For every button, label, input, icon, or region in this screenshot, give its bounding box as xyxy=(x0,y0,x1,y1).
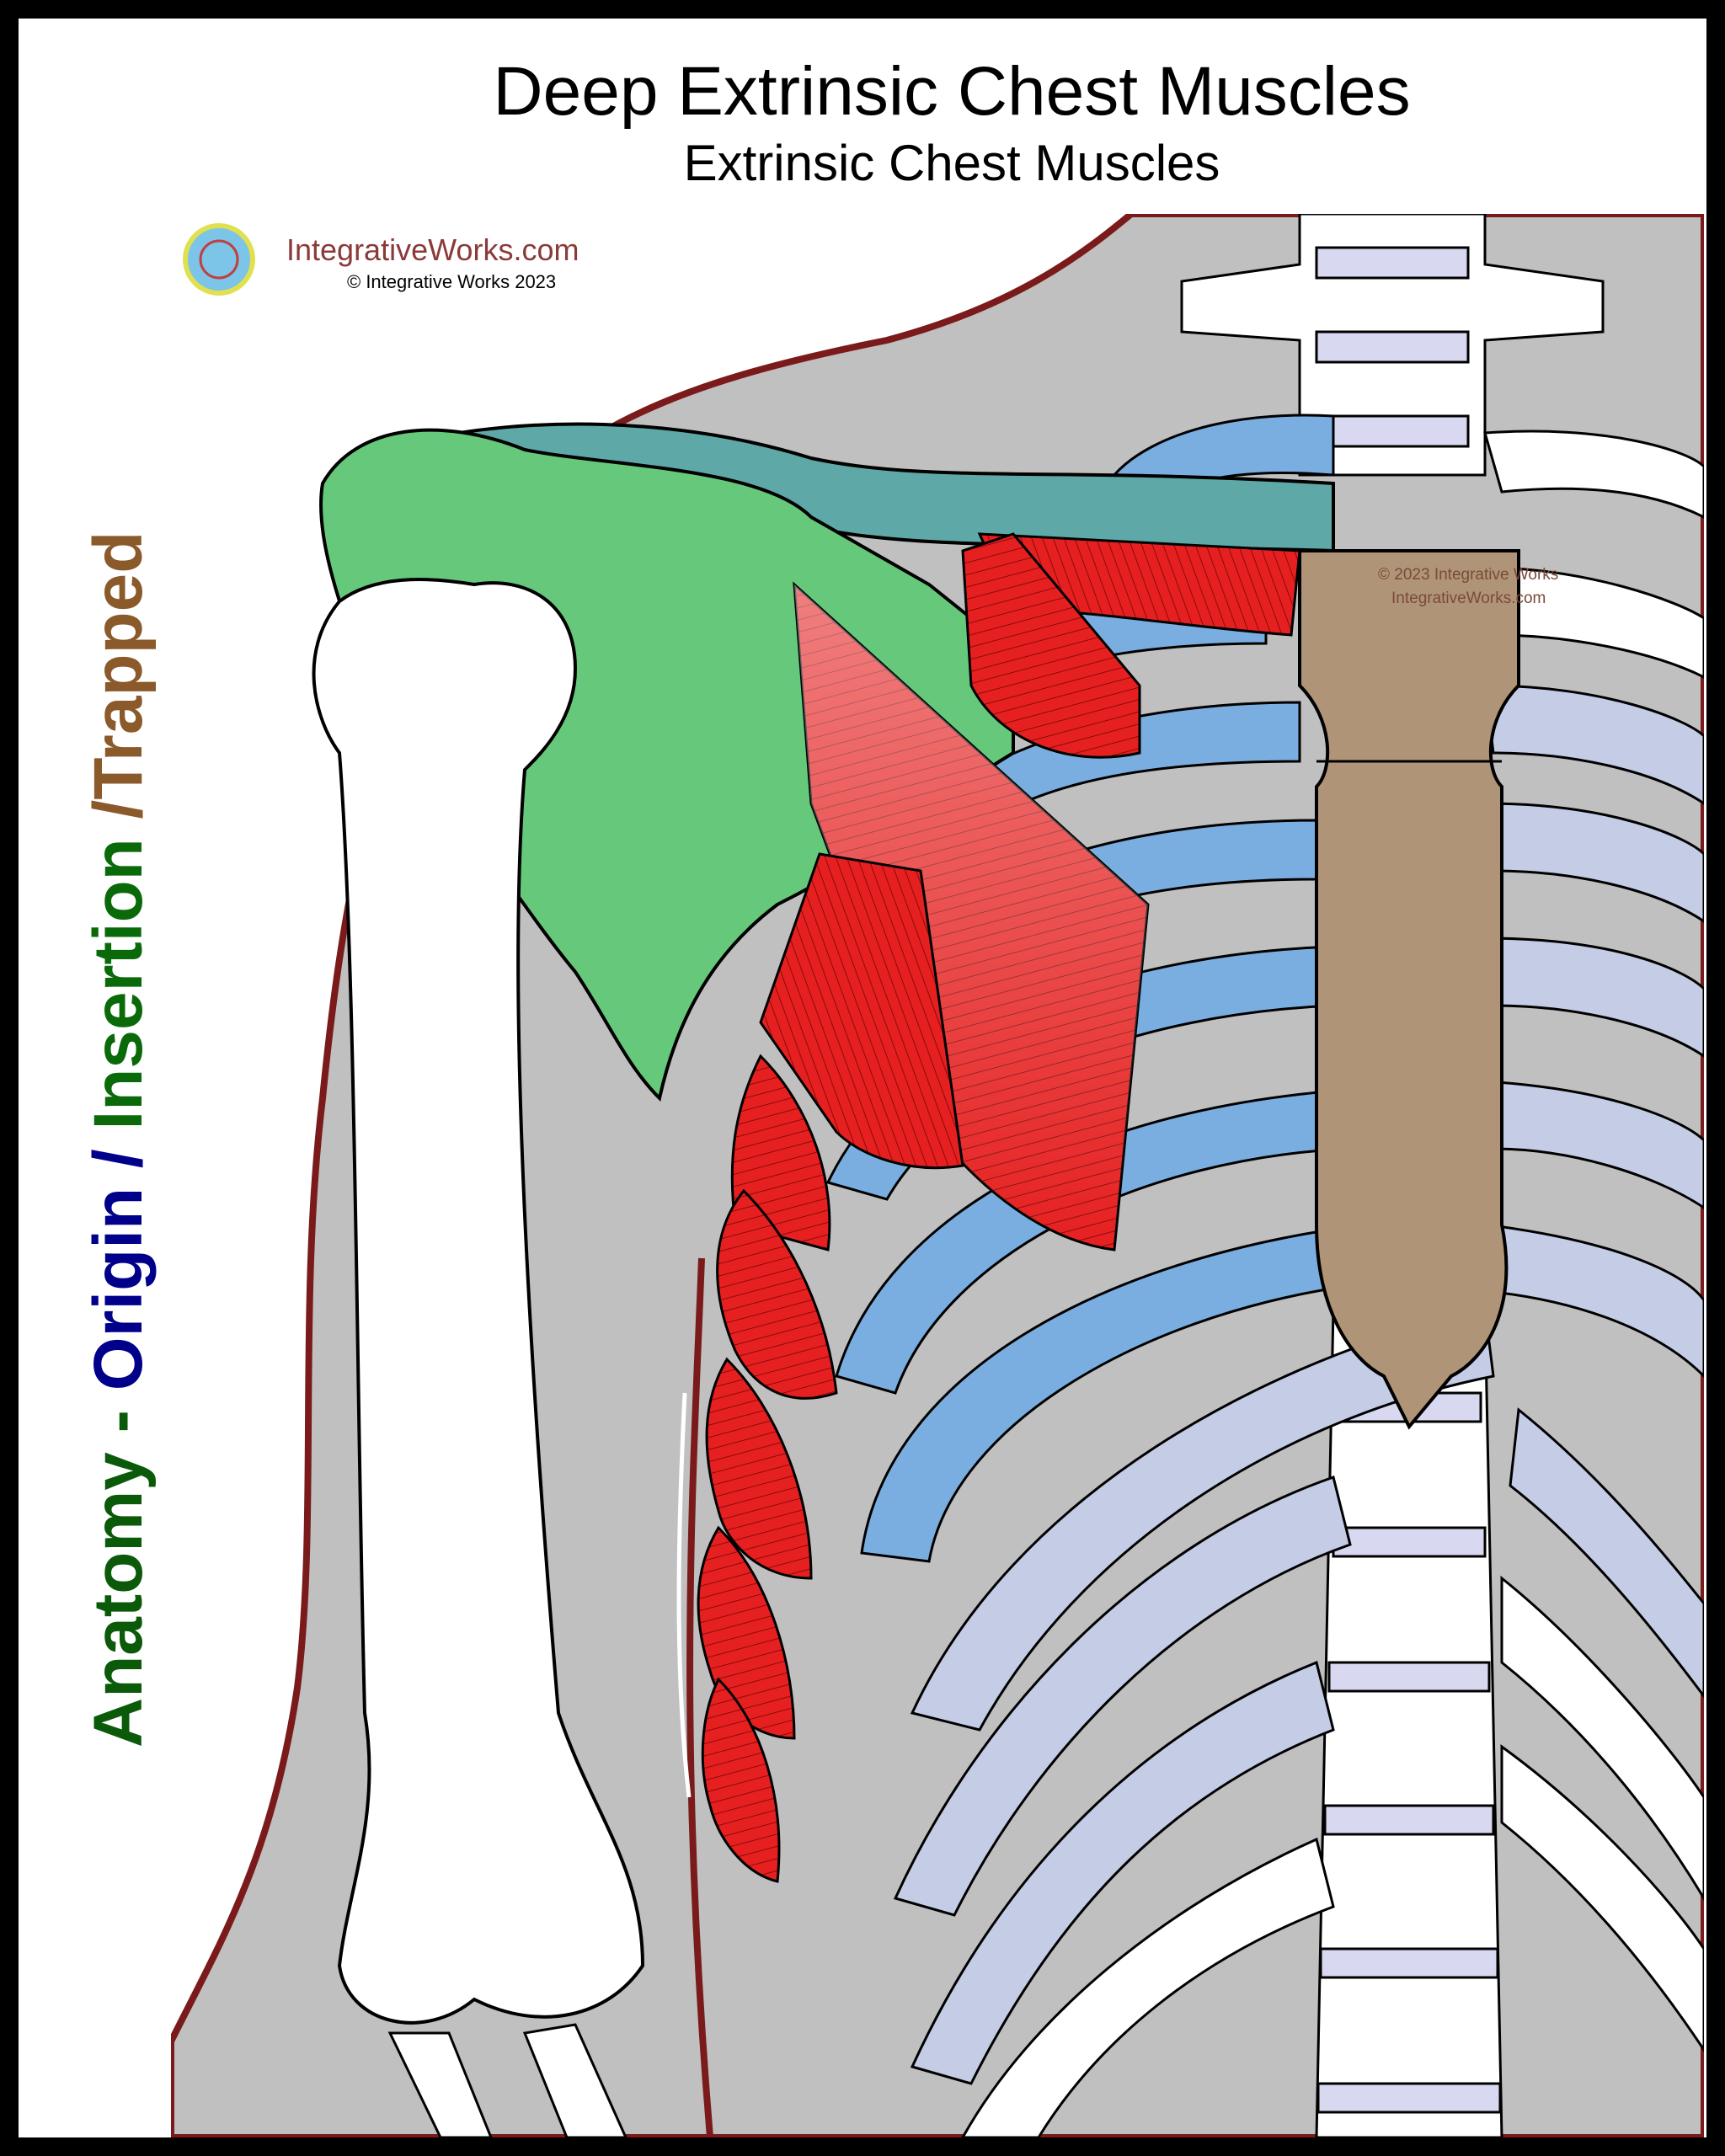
rib xyxy=(1500,1744,1704,2052)
rib xyxy=(1500,1575,1704,1901)
serratus-digitation xyxy=(759,852,964,1170)
intervertebral-disc xyxy=(1315,414,1470,448)
logo-icon xyxy=(183,223,255,296)
rib xyxy=(1509,1407,1704,1699)
rib xyxy=(1483,430,1704,519)
side-label-separator: / xyxy=(80,799,157,839)
logo-copyright: © Integrative Works 2023 xyxy=(347,271,557,292)
sternum xyxy=(1298,549,1520,1430)
forearm-bone xyxy=(387,2031,493,2137)
page-subtitle: Extrinsic Chest Muscles xyxy=(683,135,1220,191)
intervertebral-disc xyxy=(1327,1661,1491,1693)
side-label: Anatomy - Origin / Insertion /Trapped xyxy=(80,531,157,1748)
humerus xyxy=(312,578,645,2025)
serratus-digitation xyxy=(716,1188,838,1400)
rib-cage xyxy=(825,414,1704,2137)
side-label-trapped: Trapped xyxy=(80,531,157,800)
serratus-anterior-upper xyxy=(961,532,1141,759)
rib xyxy=(1483,1080,1704,1209)
rib xyxy=(1483,684,1704,805)
watermark-site: IntegrativeWorks.com xyxy=(1391,590,1546,607)
skin-fold xyxy=(686,1257,713,2137)
logo-site-name: IntegrativeWorks.com xyxy=(286,232,579,267)
intervertebral-disc xyxy=(1332,1526,1487,1558)
side-label-separator: / xyxy=(80,1129,157,1187)
spine xyxy=(1180,214,1605,2137)
intervertebral-disc xyxy=(1316,2082,1502,2114)
serratus-digitation xyxy=(705,1357,813,1580)
rib xyxy=(1483,1223,1704,1379)
side-label-origin: Origin xyxy=(80,1187,157,1391)
rib xyxy=(910,1307,1495,1732)
rib xyxy=(893,1476,1352,1917)
serratus-digitation xyxy=(701,1677,781,1883)
side-label-insertion: Insertion xyxy=(80,838,157,1130)
forearm-bone xyxy=(522,2023,628,2137)
intervertebral-disc xyxy=(1315,330,1470,364)
serratus-anterior xyxy=(697,852,964,1883)
rib xyxy=(910,1660,1335,2085)
intervertebral-disc xyxy=(1315,246,1470,280)
rib xyxy=(961,1837,1335,2137)
skin-fold-highlight xyxy=(676,1392,692,1798)
rib xyxy=(1483,937,1704,1058)
anatomy-illustration xyxy=(171,214,1704,2137)
thoracic-vertebrae xyxy=(1315,1307,1503,2137)
pectoralis-minor-fade xyxy=(794,584,1148,1250)
page-title: Deep Extrinsic Chest Muscles xyxy=(493,53,1411,130)
intervertebral-disc xyxy=(1319,1947,1499,1979)
rib xyxy=(1483,566,1704,679)
watermark-copyright: © 2023 Integrative Works xyxy=(1378,566,1559,584)
rib xyxy=(1483,802,1704,923)
intervertebral-disc xyxy=(1323,1804,1495,1836)
side-label-anatomy: Anatomy - xyxy=(80,1390,157,1748)
serratus-digitation xyxy=(730,1054,831,1251)
logo-icon-inner xyxy=(199,239,239,280)
rib xyxy=(860,1223,1369,1563)
